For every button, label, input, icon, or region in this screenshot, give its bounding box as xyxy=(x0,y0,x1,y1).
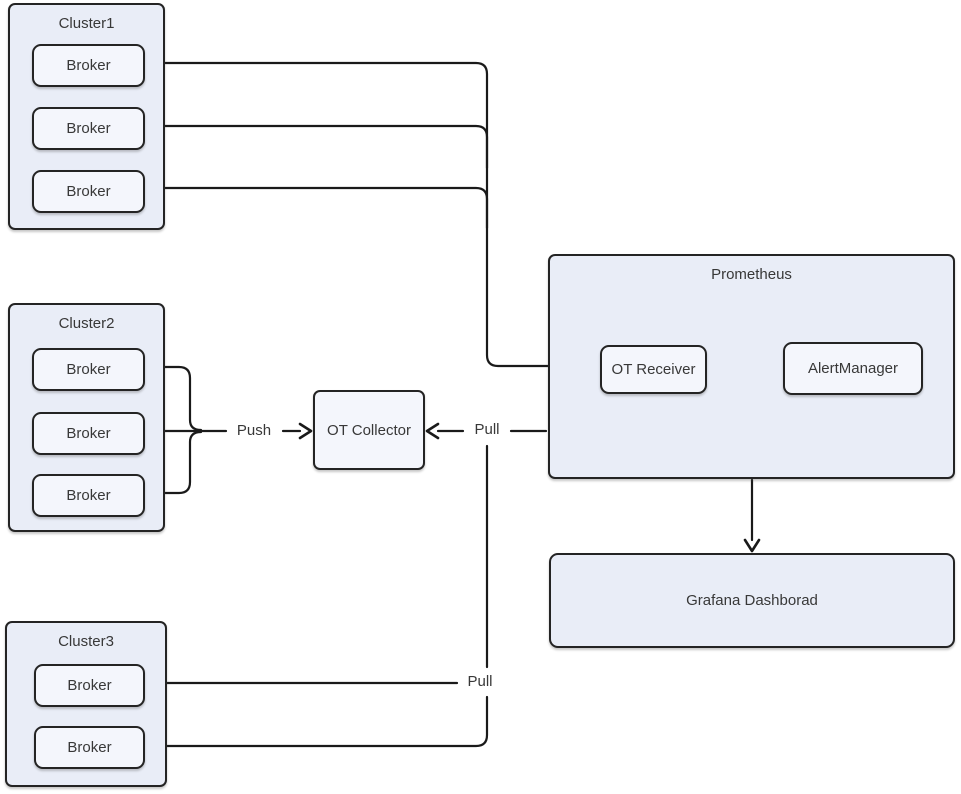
cluster3-title: Cluster3 xyxy=(58,633,114,650)
grafana-dashboard-label: Grafana Dashborad xyxy=(686,592,818,609)
prometheus-title: Prometheus xyxy=(711,266,792,283)
cluster3-box: Cluster3 Broker Broker xyxy=(5,621,167,787)
alert-manager-label: AlertManager xyxy=(807,360,899,377)
edge-cluster2-broker3-merge xyxy=(141,430,203,495)
cluster2-broker1-label: Broker xyxy=(66,361,111,378)
arrowhead-into-ot-collector-left xyxy=(298,422,313,440)
edge-cluster1-broker3-merge xyxy=(141,186,489,230)
cluster1-box: Cluster1 Broker Broker Broker xyxy=(8,3,165,230)
cluster1-broker3-node: Broker xyxy=(32,170,145,213)
arrowhead-into-grafana xyxy=(743,538,761,553)
pull-lower-edge-label: Pull xyxy=(467,673,493,690)
cluster2-box: Cluster2 Broker Broker Broker xyxy=(8,303,165,532)
cluster2-broker2-label: Broker xyxy=(66,425,111,442)
edge-cluster1-broker1-to-ot-receiver xyxy=(141,61,586,368)
arrowhead-into-ot-collector-right xyxy=(425,422,440,440)
edge-cluster2-broker1-merge xyxy=(141,365,203,432)
push-edge-label: Push xyxy=(236,422,272,439)
cluster3-broker2-label: Broker xyxy=(67,739,112,756)
grafana-dashboard-node: Grafana Dashborad xyxy=(549,553,955,648)
cluster3-broker1-node: Broker xyxy=(34,664,145,707)
cluster1-broker1-node: Broker xyxy=(32,44,145,87)
ot-collector-label: OT Collector xyxy=(327,421,411,439)
cluster2-broker3-node: Broker xyxy=(32,474,145,517)
prometheus-box: Prometheus OT Receiver AlertManager xyxy=(548,254,955,479)
ot-receiver-label: OT Receiver xyxy=(611,361,696,378)
cluster1-broker1-label: Broker xyxy=(66,57,111,74)
ot-collector-node: OT Collector xyxy=(313,390,425,470)
cluster3-broker1-label: Broker xyxy=(67,677,112,694)
pull-upper-edge-label: Pull xyxy=(474,421,500,438)
alert-manager-node: AlertManager xyxy=(783,342,923,395)
cluster1-broker2-node: Broker xyxy=(32,107,145,150)
cluster2-title: Cluster2 xyxy=(58,315,115,332)
edge-pull-to-cluster3-broker2 xyxy=(155,695,489,748)
cluster1-title: Cluster1 xyxy=(58,15,115,32)
cluster1-broker2-label: Broker xyxy=(66,120,111,137)
edge-cluster1-broker2-merge xyxy=(141,124,489,170)
ot-receiver-node: OT Receiver xyxy=(600,345,707,394)
cluster1-broker3-label: Broker xyxy=(66,183,111,200)
cluster2-broker3-label: Broker xyxy=(66,487,111,504)
cluster3-broker2-node: Broker xyxy=(34,726,145,769)
cluster2-broker2-node: Broker xyxy=(32,412,145,455)
cluster2-broker1-node: Broker xyxy=(32,348,145,391)
